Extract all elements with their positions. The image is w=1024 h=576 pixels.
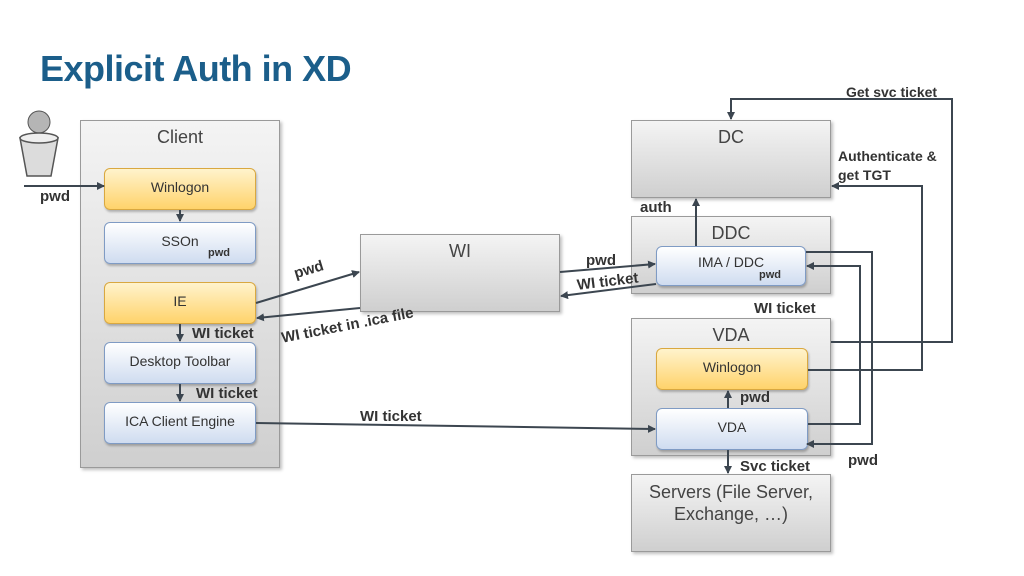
arrow-vda-to-ddc: [806, 262, 861, 425]
servers-title: Servers (File Server, Exchange, …): [648, 482, 814, 524]
label-wi-ticket-ie: WI ticket: [192, 325, 254, 342]
ie-box: IE: [104, 282, 256, 324]
arrow-get-svc-ticket: [727, 98, 953, 343]
vda-winlogon-box: Winlogon: [656, 348, 808, 390]
vda-box: VDA: [656, 408, 808, 450]
label-pwd-user: pwd: [40, 188, 70, 205]
arrow-ie-to-wi: [255, 270, 360, 304]
label-get-svc-ticket: Get svc ticket: [846, 84, 938, 100]
arrow-ddc-to-vda: [806, 251, 873, 448]
ddc-title: DDC: [711, 223, 751, 243]
arrow-ddc-to-wi: [560, 283, 657, 300]
user-icon: [19, 110, 59, 177]
wi-title: WI: [449, 241, 471, 261]
wi-panel: WI: [360, 234, 560, 312]
label-wi-ticket-toolbar: WI ticket: [196, 385, 258, 402]
label-pwd-right: pwd: [848, 452, 878, 469]
ima-ddc-box: IMA / DDC pwd: [656, 246, 806, 286]
ima-ddc-label: IMA / DDC: [697, 254, 765, 270]
label-svc-ticket: Svc ticket: [740, 458, 811, 475]
sson-box: SSOn pwd: [104, 222, 256, 264]
sson-sub: pwd: [208, 247, 230, 259]
sson-label: SSOn: [161, 233, 199, 249]
servers-panel: Servers (File Server, Exchange, …): [631, 474, 831, 552]
vda-title: VDA: [712, 325, 750, 345]
client-title: Client: [156, 127, 204, 147]
arrow-wi-to-ie: [256, 307, 361, 322]
label-pwd-wi-ddc: pwd: [586, 252, 616, 269]
arrow-wi-to-ddc: [559, 260, 656, 273]
ima-ddc-sub: pwd: [759, 269, 781, 281]
dc-title: DC: [718, 127, 744, 147]
desktop-toolbar-box: Desktop Toolbar: [104, 342, 256, 384]
label-auth: auth: [640, 199, 672, 216]
arrow-authenticate-tgt: [808, 182, 923, 371]
arrow-ica-to-vda: [255, 422, 656, 433]
dc-panel: DC: [631, 120, 831, 198]
page-title: Explicit Auth in XD: [40, 48, 352, 89]
label-wi-ticket-vda: WI ticket: [754, 300, 816, 317]
label-wi-ticket-engine: WI ticket: [360, 408, 422, 425]
ica-client-engine-box: ICA Client Engine: [104, 402, 256, 444]
label-authenticate-tgt: Authenticate & get TGT: [838, 148, 937, 183]
label-pwd-vda: pwd: [740, 389, 770, 406]
